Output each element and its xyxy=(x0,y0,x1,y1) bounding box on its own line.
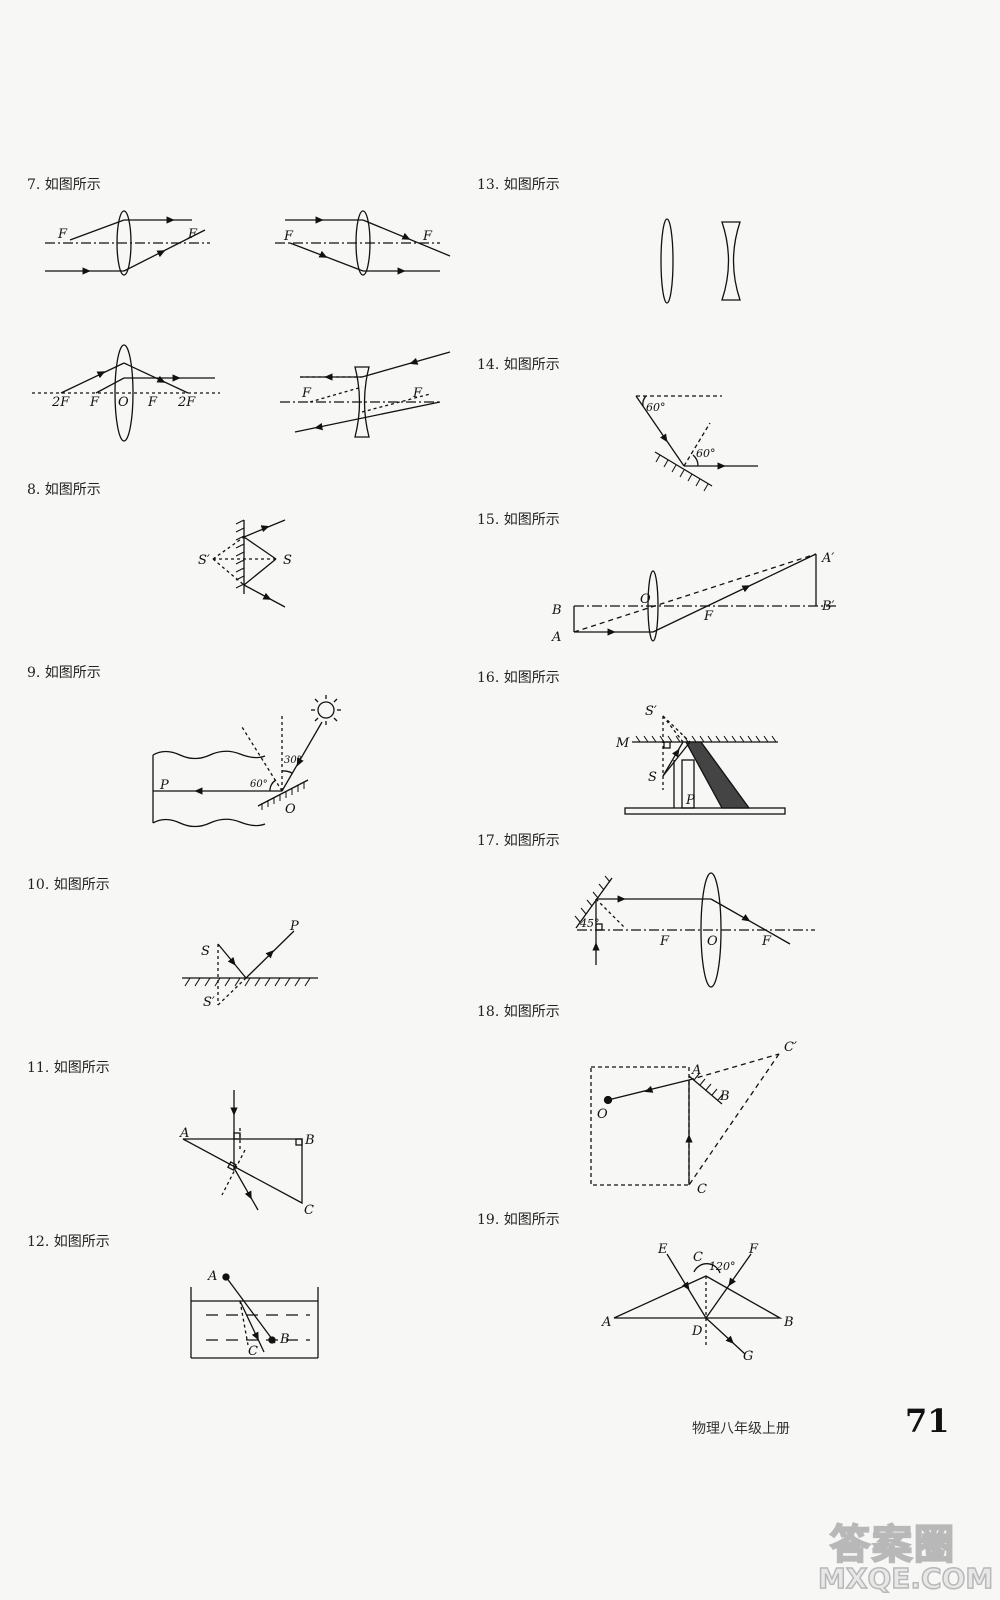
label-19-D: D xyxy=(691,1324,703,1339)
label-17-F-left: F xyxy=(659,934,670,949)
label-19-G: G xyxy=(743,1349,753,1364)
label-7c-O: O xyxy=(118,395,129,410)
label-10-S: S xyxy=(201,944,210,959)
label-9-30deg: 30° xyxy=(284,755,302,766)
problem-18-label: 18. 如图所示 xyxy=(477,1004,560,1020)
label-8-S: S xyxy=(283,553,292,568)
label-19-B: B xyxy=(783,1315,794,1330)
label-7c-F-left: F xyxy=(89,395,100,410)
label-7c-2F-left: 2F xyxy=(51,395,70,410)
problem-14-label: 14. 如图所示 xyxy=(477,357,560,373)
problem-10-label: 10. 如图所示 xyxy=(27,877,110,893)
label-15-B-prime: B′ xyxy=(821,599,835,614)
label-7c-2F-right: 2F xyxy=(177,395,196,410)
label-7c-F-right: F xyxy=(147,395,158,410)
fig-16-mirror-shadow xyxy=(624,715,786,815)
fig-7c-convex-lens-2f xyxy=(32,344,220,442)
label-11-B: B xyxy=(304,1133,315,1148)
label-15-B: B xyxy=(551,603,562,618)
problem-17-label: 17. 如图所示 xyxy=(477,833,560,849)
label-7d-F-right: F xyxy=(412,386,423,401)
label-12-A: A xyxy=(207,1269,217,1284)
fig-8-plane-mirror xyxy=(212,519,286,608)
label-7a-F-left: F xyxy=(57,227,68,242)
label-15-O: O xyxy=(640,592,651,607)
footer-book-title: 物理八年级上册 xyxy=(692,1421,790,1437)
label-16-S: S xyxy=(648,770,657,785)
label-15-A: A xyxy=(551,630,561,645)
label-16-M: M xyxy=(615,736,630,751)
label-19-A: A xyxy=(601,1315,611,1330)
label-17-F-right: F xyxy=(761,934,772,949)
label-7b-F-right: F xyxy=(422,229,433,244)
label-12-C: C xyxy=(248,1344,258,1359)
label-10-P: P xyxy=(289,919,299,934)
label-17-45deg: 45° xyxy=(579,917,600,930)
problem-12-label: 12. 如图所示 xyxy=(27,1234,110,1250)
problem-13-label: 13. 如图所示 xyxy=(477,177,560,193)
label-19-F: F xyxy=(748,1242,759,1257)
fig-7a-convex-lens xyxy=(45,210,210,276)
fig-12-water-tank xyxy=(190,1273,319,1359)
page-number: 71 xyxy=(905,1402,950,1440)
fig-14-reflection-60 xyxy=(635,395,758,492)
label-18-C-prime: C′ xyxy=(784,1040,797,1055)
label-10-S-prime: S′ xyxy=(203,995,215,1010)
problem-11-label: 11. 如图所示 xyxy=(27,1060,110,1076)
fig-7b-convex-lens xyxy=(275,210,451,276)
label-16-S-prime: S′ xyxy=(645,704,657,719)
label-18-B: B xyxy=(719,1089,730,1104)
label-19-120deg: 120° xyxy=(709,1260,736,1273)
label-17-O: O xyxy=(707,934,718,949)
label-18-C: C xyxy=(697,1182,707,1197)
label-7d-F-left: F xyxy=(301,386,312,401)
label-18-A: A xyxy=(691,1063,701,1078)
label-9-P: P xyxy=(159,778,169,793)
label-8-S-prime: S′ xyxy=(198,553,210,568)
label-18-O: O xyxy=(597,1107,608,1122)
label-7a-F-right: F xyxy=(187,227,198,242)
label-15-A-prime: A′ xyxy=(821,551,834,566)
fig-11-prism xyxy=(182,1090,303,1211)
problem-19-label: 19. 如图所示 xyxy=(477,1212,560,1228)
label-19-E: E xyxy=(657,1242,668,1257)
problem-7-label: 7. 如图所示 xyxy=(27,177,101,193)
label-16-P: P xyxy=(685,793,695,808)
label-14-60deg-bottom: 60° xyxy=(696,447,716,460)
fig-15-lens-image xyxy=(573,553,836,642)
label-9-O: O xyxy=(285,802,296,817)
fig-7d-concave-lens xyxy=(280,351,451,438)
label-19-C: C xyxy=(693,1250,703,1265)
fig-18-mirror-box xyxy=(590,1053,780,1186)
label-14-60deg-top: 60° xyxy=(646,401,666,414)
label-12-B: B xyxy=(279,1332,290,1347)
problem-15-label: 15. 如图所示 xyxy=(477,512,560,528)
label-9-60deg: 60° xyxy=(250,779,268,790)
fig-10-reflection xyxy=(182,930,318,1006)
problem-16-label: 16. 如图所示 xyxy=(477,670,560,686)
label-7b-F-left: F xyxy=(283,229,294,244)
watermark-logo-text: 答案圈 xyxy=(829,1521,956,1569)
fig-9-sun-mirror xyxy=(152,695,341,828)
fig-17-mirror-lens xyxy=(574,872,815,988)
fig-19-triangle-prism xyxy=(613,1253,783,1355)
label-15-F: F xyxy=(703,609,714,624)
label-11-C: C xyxy=(304,1203,314,1218)
label-11-A: A xyxy=(179,1126,189,1141)
watermark-url: MXQE.COM xyxy=(817,1561,994,1596)
problem-9-label: 9. 如图所示 xyxy=(27,665,101,681)
problem-8-label: 8. 如图所示 xyxy=(27,482,101,498)
fig-13-lenses xyxy=(660,218,741,304)
